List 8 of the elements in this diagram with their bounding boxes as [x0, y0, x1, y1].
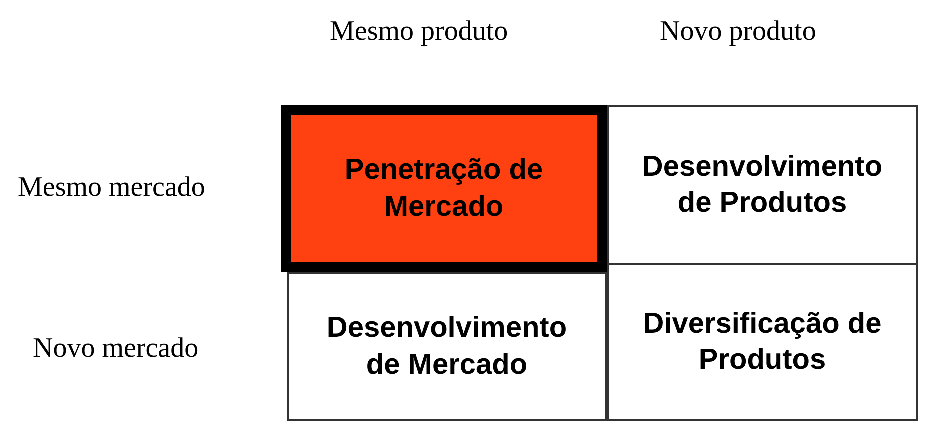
matrix-cell: Diversificação de Produtos	[607, 263, 918, 421]
matrix-cell: Desenvolvimento de Produtos	[607, 105, 918, 265]
row-header: Novo mercado	[33, 333, 199, 365]
matrix-cell: Desenvolvimento de Mercado	[287, 272, 607, 421]
matrix-cell: Penetração de Mercado	[281, 105, 607, 272]
row-header: Mesmo mercado	[18, 172, 206, 204]
column-header: Mesmo produto	[330, 16, 508, 48]
column-header: Novo produto	[660, 16, 816, 48]
